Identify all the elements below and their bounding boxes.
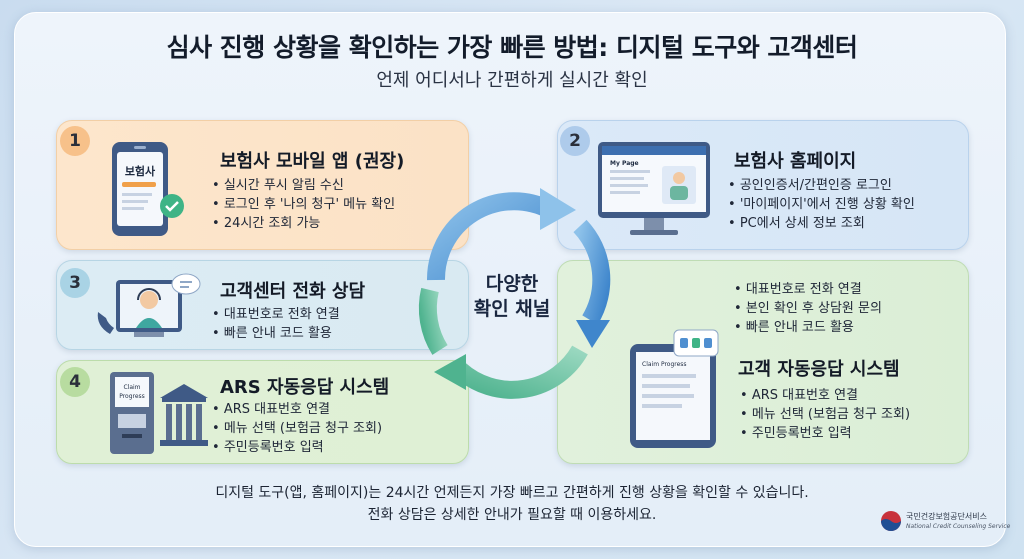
card-5-top-item: 본인 확인 후 상담원 문의 <box>734 299 882 318</box>
arrow-left <box>418 287 448 355</box>
kiosk-bank-icon: Claim Progress <box>110 372 208 454</box>
card-5-item: 주민등록번호 입력 <box>740 424 910 443</box>
card-4-item: 주민등록번호 입력 <box>212 438 382 457</box>
tablet-screen-heading: Claim Progress <box>642 361 687 368</box>
kiosk-screen-line1: Claim <box>123 384 140 391</box>
step-number-1: 1 <box>60 126 90 156</box>
page-title: 심사 진행 상황을 확인하는 가장 빠른 방법: 디지털 도구와 고객센터 <box>166 33 858 62</box>
card-5-item: ARS 대표번호 연결 <box>740 386 910 405</box>
cycle-arrows <box>418 188 611 399</box>
card-2-item: '마이페이지'에서 진행 상황 확인 <box>728 195 915 214</box>
organization-logo-icon <box>881 511 901 531</box>
tablet-claim-icon: Claim Progress <box>630 329 719 448</box>
card-4-title: ARS 자동응답 시스템 <box>220 377 390 398</box>
footer-line-1: 디지털 도구(앱, 홈페이지)는 24시간 언제든지 가장 빠르고 간편하게 진… <box>215 485 809 501</box>
call-agent-icon <box>97 273 201 337</box>
card-3-item: 빠른 안내 코드 활용 <box>212 324 340 343</box>
card-2-list: 공인인증서/간편인증 로그인 '마이페이지'에서 진행 상황 확인 PC에서 상… <box>728 176 915 233</box>
step-number-4: 4 <box>60 367 90 397</box>
footer-note: 디지털 도구(앱, 홈페이지)는 24시간 언제든지 가장 빠르고 간편하게 진… <box>0 482 1024 526</box>
card-5-item: 메뉴 선택 (보험금 청구 조회) <box>740 405 910 424</box>
center-label-line2: 확인 채널 <box>473 298 551 320</box>
card-5-top-item: 대표번호로 전화 연결 <box>734 280 882 299</box>
center-label: 다양한 확인 채널 <box>462 272 562 322</box>
card-2-item: PC에서 상세 정보 조회 <box>728 214 915 233</box>
card-5-top-list: 대표번호로 전화 연결 본인 확인 후 상담원 문의 빠른 안내 코드 활용 <box>734 280 882 337</box>
card-3-item: 대표번호로 전화 연결 <box>212 305 340 324</box>
monitor-webpage-icon: My Page <box>598 142 710 235</box>
arrow-head-right <box>576 320 610 348</box>
card-5-title: 고객 자동응답 시스템 <box>738 359 900 380</box>
organization-subname: National Credit Counseling Service <box>906 523 1011 530</box>
arrow-right <box>573 219 611 325</box>
card-4-item: 메뉴 선택 (보험금 청구 조회) <box>212 419 382 438</box>
card-4-list: ARS 대표번호 연결 메뉴 선택 (보험금 청구 조회) 주민등록번호 입력 <box>212 400 382 457</box>
card-3-title: 고객센터 전화 상담 <box>220 281 366 302</box>
arrow-head-top <box>540 188 576 230</box>
webpage-heading: My Page <box>610 160 639 167</box>
card-1-item: 로그인 후 '나의 청구' 메뉴 확인 <box>212 195 395 214</box>
footer-line-2: 전화 상담은 상세한 안내가 필요할 때 이용하세요. <box>367 507 657 523</box>
kiosk-screen-line2: Progress <box>119 393 145 400</box>
step-number-2: 2 <box>560 126 590 156</box>
card-3-list: 대표번호로 전화 연결 빠른 안내 코드 활용 <box>212 305 340 343</box>
arrow-top-left <box>426 192 555 281</box>
card-5-list: ARS 대표번호 연결 메뉴 선택 (보험금 청구 조회) 주민등록번호 입력 <box>740 386 910 443</box>
organization-name: 국민건강보험공단서비스 <box>906 512 987 521</box>
arrow-head-bottom <box>434 354 466 390</box>
card-2-title: 보험사 홈페이지 <box>734 151 857 172</box>
step-number-3: 3 <box>60 268 90 298</box>
card-2-item: 공인인증서/간편인증 로그인 <box>728 176 915 195</box>
mobile-app-icon: 보험사 <box>112 142 184 236</box>
card-1-list: 실시간 푸시 알림 수신 로그인 후 '나의 청구' 메뉴 확인 24시간 조회… <box>212 176 395 233</box>
mobile-app-icon-label: 보험사 <box>125 164 156 178</box>
page-subtitle: 언제 어디서나 간편하게 실시간 확인 <box>376 70 648 91</box>
center-label-line1: 다양한 <box>485 273 539 295</box>
card-1-item: 실시간 푸시 알림 수신 <box>212 176 395 195</box>
arrow-bottom <box>454 345 588 399</box>
card-5-top-item: 빠른 안내 코드 활용 <box>734 318 882 337</box>
card-4-item: ARS 대표번호 연결 <box>212 400 382 419</box>
card-1-title: 보험사 모바일 앱 (권장) <box>220 151 405 172</box>
card-1-item: 24시간 조회 가능 <box>212 214 395 233</box>
